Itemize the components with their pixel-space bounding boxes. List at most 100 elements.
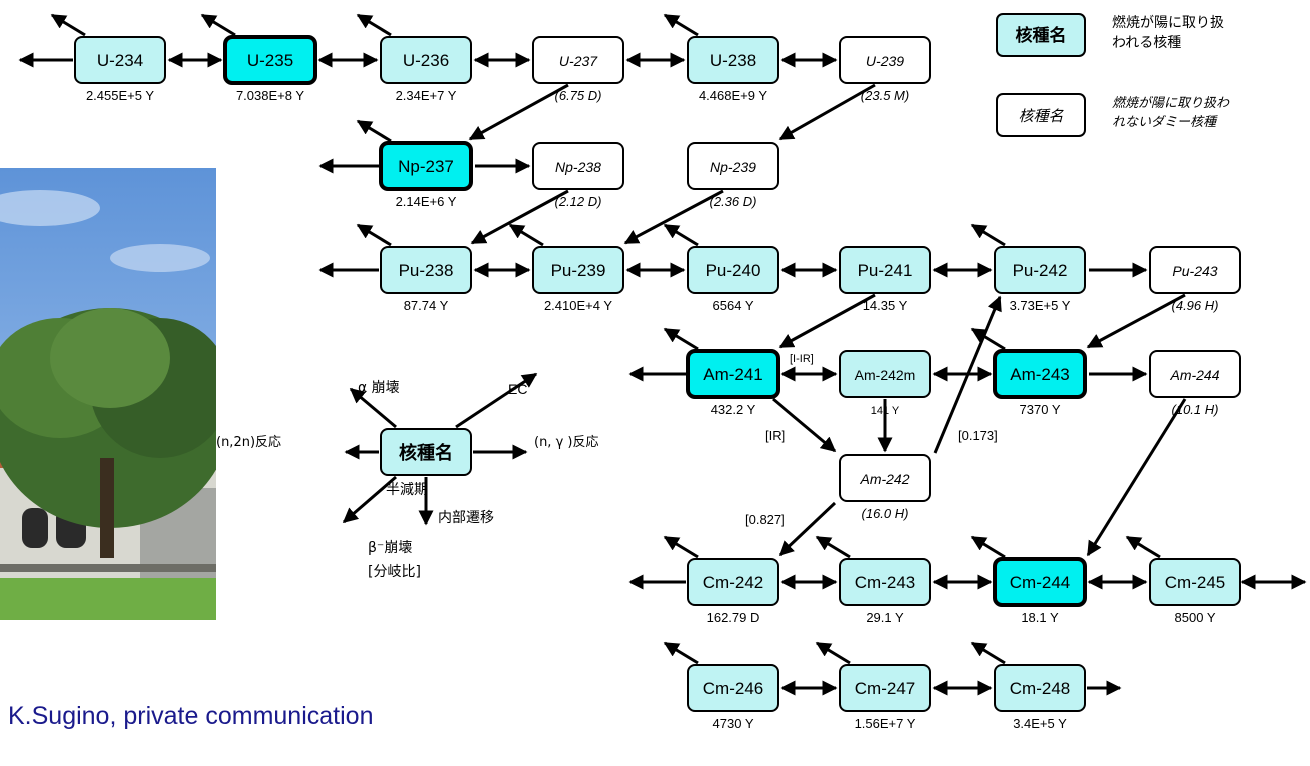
nuclide-name-pu238: Pu-238 bbox=[399, 261, 454, 280]
nuclide-pu239: Pu-239 2.410E+4 Y bbox=[532, 246, 624, 313]
nuclide-name-cm243: Cm-243 bbox=[855, 573, 915, 592]
legend-tracked-desc-2: われる核種 bbox=[1112, 35, 1181, 51]
legend-dummy-label: 核種名 bbox=[1018, 107, 1064, 125]
arrow-alpha-np237 bbox=[356, 119, 392, 143]
nuclide-box-pu240 bbox=[687, 246, 779, 294]
nuclide-box-am241 bbox=[686, 349, 780, 399]
nuclide-box-u235 bbox=[223, 35, 317, 85]
nuclide-u234: U-234 2.455E+5 Y bbox=[74, 36, 166, 103]
half-life-u234: 2.455E+5 Y bbox=[86, 88, 154, 103]
nuclide-name-am242: Am-242 bbox=[859, 471, 909, 487]
nuclide-name-am242m: Am-242m bbox=[855, 367, 916, 383]
legend-dummy-desc-2: れないダミー核種 bbox=[1112, 115, 1218, 130]
arrow-beta-pu243 bbox=[1086, 293, 1186, 349]
arrow-alpha-u236 bbox=[356, 13, 392, 37]
arrow-alpha-u238 bbox=[663, 13, 699, 37]
arrow-alpha-pu238 bbox=[356, 223, 392, 247]
nuclide-name-cm246: Cm-246 bbox=[703, 679, 763, 698]
arrow-ir-am241 bbox=[772, 397, 837, 453]
half-life-u236: 2.34E+7 Y bbox=[396, 88, 457, 103]
key-label-alpha: α 崩壊 bbox=[358, 380, 400, 396]
nuclide-pu243: Pu-243(4.96 H) bbox=[1149, 246, 1241, 313]
nuclide-name-pu241: Pu-241 bbox=[858, 261, 913, 280]
nuclide-box-am242m bbox=[839, 350, 931, 398]
nuclide-name-u237: U-237 bbox=[559, 53, 598, 69]
nuclide-name-pu243: Pu-243 bbox=[1172, 263, 1217, 279]
nuclide-box-cm245 bbox=[1149, 558, 1241, 606]
nuclide-box-u238 bbox=[687, 36, 779, 84]
key-box bbox=[380, 428, 472, 476]
legend-tracked-box bbox=[996, 13, 1086, 57]
half-life-cm245: 8500 Y bbox=[1175, 610, 1216, 625]
nuclide-u239: U-239 (23.5 M) bbox=[839, 36, 931, 103]
branch-label-ir: [IR] bbox=[765, 428, 785, 443]
arrow-alpha-am243 bbox=[970, 327, 1006, 351]
arrows-layer bbox=[18, 13, 1307, 696]
arrow-beta-am244 bbox=[1086, 398, 1187, 557]
half-life-u235: 7.038E+8 Y bbox=[236, 88, 304, 103]
nuclide-name-cm248: Cm-248 bbox=[1010, 679, 1070, 698]
legend-tracked-desc-1: 燃焼が陽に取り扱 bbox=[1112, 14, 1224, 31]
arrow-alpha-am241 bbox=[663, 327, 699, 351]
half-life-cm244: 18.1 Y bbox=[1021, 610, 1059, 625]
nuclide-name-pu242: Pu-242 bbox=[1013, 261, 1068, 280]
arrow-alpha-pu242 bbox=[970, 223, 1006, 247]
arrow-alpha-cm247 bbox=[815, 641, 851, 665]
nuclide-box-cm243 bbox=[839, 558, 931, 606]
arrow-alpha-cm244 bbox=[970, 535, 1006, 559]
nuclide-name-cm242: Cm-242 bbox=[703, 573, 763, 592]
nuclide-name-np237: Np-237 bbox=[398, 157, 454, 176]
branch-label-i-ir: [I-IR] bbox=[790, 353, 814, 365]
key-label-ec: EC bbox=[508, 381, 527, 397]
nuclide-name-np238: Np-238 bbox=[555, 159, 601, 175]
nuclide-name-u234: U-234 bbox=[97, 51, 143, 70]
legend-dummy-box bbox=[996, 93, 1086, 137]
nuclide-box-np237 bbox=[379, 141, 473, 191]
nuclide-pu238: Pu-238 87.74 Y bbox=[380, 246, 472, 313]
arrow-alpha-u235 bbox=[200, 13, 236, 37]
nuclide-name-u239: U-239 bbox=[866, 53, 904, 69]
key-arrow-beta bbox=[342, 475, 397, 524]
half-life-pu238: 87.74 Y bbox=[404, 298, 449, 313]
half-life-u239: (23.5 M) bbox=[861, 88, 909, 103]
half-life-pu239: 2.410E+4 Y bbox=[544, 298, 612, 313]
arrow-alpha-cm248 bbox=[970, 641, 1006, 665]
key-diagram: 核種名 bbox=[380, 428, 472, 476]
nuclide-name-np239: Np-239 bbox=[710, 159, 756, 175]
nuclide-name-pu239: Pu-239 bbox=[551, 261, 606, 280]
key-label-n2n: (n,2n)反応 bbox=[216, 435, 281, 450]
nuclide-box-pu243 bbox=[1149, 246, 1241, 294]
arrow-alpha-pu240 bbox=[663, 223, 699, 247]
key-label-internal: 内部遷移 bbox=[438, 510, 494, 526]
nuclide-box-pu238 bbox=[380, 246, 472, 294]
nuclide-am244: Am-244(10.1 H) bbox=[1149, 350, 1241, 417]
nuclide-name-am243: Am-243 bbox=[1010, 365, 1070, 384]
nuclide-box-am244 bbox=[1149, 350, 1241, 398]
half-life-pu241: 14.35 Y bbox=[863, 298, 908, 313]
nuclide-box-u234 bbox=[74, 36, 166, 84]
nuclide-name-cm245: Cm-245 bbox=[1165, 573, 1225, 592]
legend-tracked-label: 核種名 bbox=[1016, 25, 1067, 46]
nuclide-cm242: Cm-242 162.79 D bbox=[687, 558, 779, 625]
key-center-label: 核種名 bbox=[399, 442, 453, 464]
half-life-am242: (16.0 H) bbox=[862, 506, 909, 521]
nuclide-box-np239 bbox=[687, 142, 779, 190]
key-label-branch: [分岐比] bbox=[368, 564, 421, 580]
arrow-beta-np239 bbox=[623, 189, 724, 245]
credit-text: K.Sugino, private communication bbox=[8, 702, 374, 730]
half-life-cm242: 162.79 D bbox=[707, 610, 760, 625]
nuclide-box-cm246 bbox=[687, 664, 779, 712]
nuclide-box-am243 bbox=[993, 349, 1087, 399]
